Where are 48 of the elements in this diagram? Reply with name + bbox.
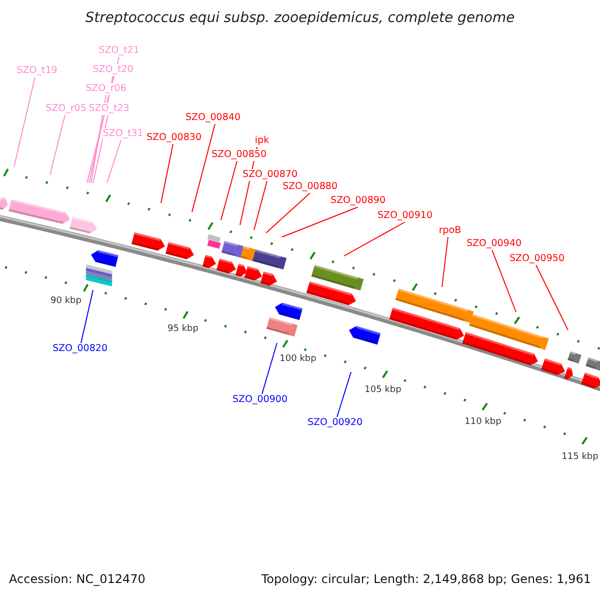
scale-label: 100 kbp	[280, 354, 316, 365]
leader-line	[192, 124, 216, 212]
scale-label: 115 kbp	[562, 452, 598, 463]
gene-label: SZO_00950	[510, 253, 564, 265]
gene-label: SZO_00880	[282, 181, 338, 193]
gene-label: SZO_00830	[146, 132, 202, 144]
gene-label: SZO_00840	[186, 112, 240, 124]
leader-line	[106, 140, 122, 184]
gene-label: SZO_t31	[102, 128, 144, 140]
leader-line	[442, 236, 448, 288]
accession-text: Accession: NC_012470	[9, 572, 146, 586]
gene-label: SZO_t20	[92, 64, 134, 76]
gene-label: SZO_t23	[88, 103, 130, 115]
scale-label: 90 kbp	[50, 296, 82, 307]
gene-label: SZO_00850	[212, 149, 266, 161]
leader-line	[92, 114, 108, 184]
leader-line	[492, 250, 516, 312]
leader-line	[262, 342, 278, 394]
leader-line	[254, 180, 268, 230]
gene-label: SZO_00910	[378, 210, 432, 222]
genome-summary: Topology: circular; Length: 2,149,868 bp; Genes: 1,961	[261, 572, 591, 586]
leader-line	[536, 264, 568, 330]
leader-line	[336, 372, 352, 418]
map-title: Streptococcus equi subsp. zooepidemicus, complete genome	[84, 9, 516, 27]
gene-label: SZO_r06	[86, 83, 126, 95]
leader-line	[220, 160, 238, 220]
gene-label: rpoB	[438, 225, 462, 237]
gene-label: SZO_00890	[330, 195, 386, 207]
leader-line	[14, 76, 36, 168]
leader-line	[282, 206, 358, 238]
gene-label: SZO_t21	[98, 45, 140, 57]
gene-label: SZO_00820	[52, 343, 108, 355]
leader-line	[80, 290, 94, 344]
leader-line	[344, 222, 406, 256]
gene-label: SZO_00900	[232, 394, 288, 406]
leader-line	[50, 114, 66, 176]
gene-label: SZO_r05	[46, 103, 86, 115]
leader-line	[160, 144, 174, 204]
gene-label: SZO_t19	[16, 65, 58, 77]
gene-label: ipk	[254, 135, 270, 147]
gene-label: SZO_00940	[466, 238, 522, 250]
leader-line	[266, 192, 310, 234]
scale-label: 95 kbp	[168, 324, 198, 335]
leader-line	[90, 94, 106, 184]
gene-label: SZO_00870	[242, 169, 298, 181]
scale-label: 110 kbp	[464, 417, 502, 428]
gene-label: SZO_00920	[308, 417, 362, 429]
scale-label: 105 kbp	[364, 385, 402, 396]
